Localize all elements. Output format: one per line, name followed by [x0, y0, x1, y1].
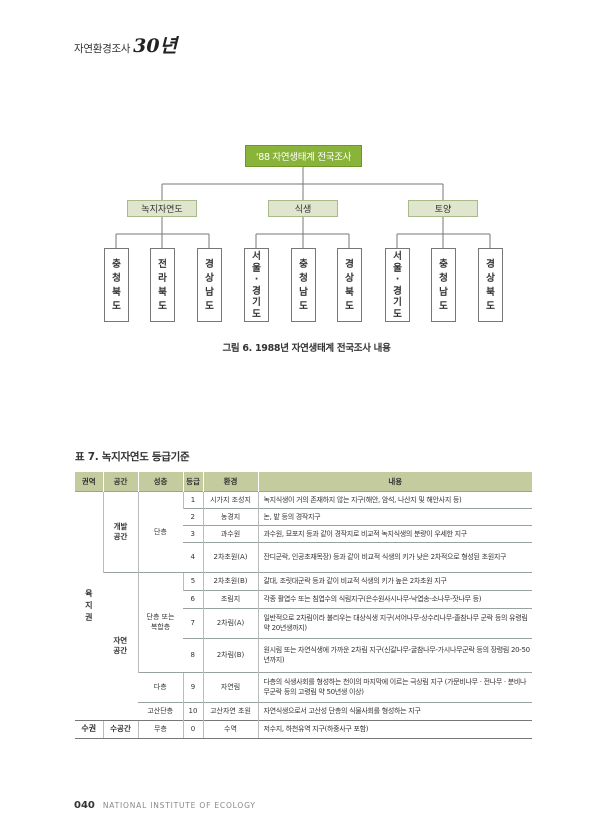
- table-row-water: 수권 수공간 무층 0 수역 저수지, 하천유역 지구(하중사구 포함): [75, 719, 532, 739]
- cell-description: 저수지, 하천유역 지구(하중사구 포함): [257, 719, 532, 739]
- cell-description: 녹지식생이 거의 존재하지 않는 지구(해안, 암석, 나산지 및 해안사지 등…: [257, 490, 532, 508]
- header-title: 자연환경조사: [74, 43, 131, 55]
- cell-region-land: 육 지 권: [75, 490, 103, 720]
- cell-environment: 수역: [202, 719, 258, 739]
- diagram-root-box: '88 자연생태계 전국조사: [245, 145, 362, 167]
- cell-space-development: 개발 공간: [102, 490, 138, 572]
- cell-environment: 고산자연 초원: [202, 701, 258, 720]
- diagram-group-vegetation: 식생: [268, 200, 338, 217]
- figure-caption: 그림 6. 1988년 자연생태계 전국조사 내용: [222, 343, 391, 354]
- cell-environment: 2차림(B): [202, 637, 258, 672]
- cell-layer-many: 다층: [138, 671, 183, 702]
- cell-description: 논, 밭 등의 경작지구: [257, 507, 532, 525]
- cell-description: 갈대, 조릿대군락 등과 같이 비교적 식생의 키가 높은 2차초원 지구: [257, 571, 532, 590]
- cell-grade: 4: [183, 541, 203, 572]
- cell-environment: 2차림(A): [202, 607, 258, 638]
- cell-environment: 2차초원(B): [202, 571, 258, 590]
- cell-description: 자연식생으로서 고산성 단층의 식물사회를 형성하는 지구: [257, 701, 532, 720]
- cell-environment: 시가지 조성지: [202, 490, 258, 508]
- cell-grade: 6: [183, 589, 203, 608]
- header-region: 권역: [75, 472, 103, 491]
- cell-grade: 7: [183, 607, 203, 638]
- page-number: 040: [74, 800, 95, 811]
- footer-organization: NATIONAL INSTITUTE OF ECOLOGY: [102, 801, 256, 810]
- cell-grade: 1: [182, 490, 203, 508]
- table-title: 표 7. 녹지자연도 등급기준: [75, 451, 190, 463]
- header-layer: 성층: [137, 472, 183, 491]
- header-30-years-mark: 30년: [133, 35, 178, 57]
- cell-environment: 자연림: [202, 671, 258, 702]
- cell-description: 과수원, 묘포지 등과 같이 경작지로 비교적 녹지식생의 분량이 우세한 지구: [257, 524, 532, 542]
- cell-grade: 5: [182, 571, 203, 590]
- cell-layer-single: 단층: [137, 490, 183, 572]
- cell-grade: 3: [183, 524, 203, 542]
- table-row: 자연 공간 단층 또는 복합층 5 2차초원(B) 갈대, 조릿대군락 등과 같…: [75, 571, 532, 720]
- table-row: 육 지 권 개발 공간 단층 1 시가지 조성지 녹지식생이 거의 존재하지 않…: [75, 490, 532, 720]
- cell-description: 일반적으로 2차림이라 불리우는 대상식생 지구(서어나무-상수리나무-졸참나무…: [257, 607, 532, 638]
- diagram-group-green-naturalness: 녹지자연도: [127, 200, 197, 217]
- header-environment: 환경: [202, 472, 258, 491]
- cell-grade: 2: [183, 507, 203, 525]
- cell-environment: 2차초원(A): [202, 541, 258, 572]
- cell-environment: 과수원: [202, 524, 258, 542]
- cell-description: 각종 활엽수 또는 침엽수의 식림지구(은수원사시나무-낙엽송-소나무-잣나무 …: [257, 589, 532, 608]
- diagram-group-soil: 토양: [408, 200, 478, 217]
- header-space: 공간: [102, 472, 138, 491]
- cell-grade: 9: [182, 671, 203, 702]
- table-row: 8 2차림(B) 원시림 또는 자연식생에 가까운 2차림 지구(신갈나무-굴참…: [75, 637, 532, 672]
- cell-layer-none: 무층: [137, 719, 183, 739]
- table-row: 2 농경지 논, 밭 등의 경작지구: [75, 507, 532, 525]
- running-header: 자연환경조사 30년: [74, 31, 177, 58]
- table-row: 고산단층 10 고산자연 초원 자연식생으로서 고산성 단층의 식물사회를 형성…: [75, 701, 532, 720]
- cell-space-water: 수공간: [102, 719, 138, 739]
- cell-description: 원시림 또는 자연식생에 가까운 2차림 지구(신갈나무-굴참나무-가시나무군락…: [257, 637, 532, 672]
- cell-environment: 조림지: [202, 589, 258, 608]
- cell-description: 잔디군락, 인공초재목장) 등과 같이 비교적 식생의 키가 낮은 2차적으로 …: [257, 541, 532, 572]
- cell-environment: 농경지: [202, 507, 258, 525]
- table-row: 6 조림지 각종 활엽수 또는 침엽수의 식림지구(은수원사시나무-낙엽송-소나…: [75, 589, 532, 608]
- green-naturalness-grade-table: 권역 공간 성층 등급 환경 내용 육 지 권 개발 공간 단층 1 시가지 조…: [75, 472, 532, 739]
- survey-diagram-connectors: [115, 167, 491, 248]
- cell-layer-single-or-multi: 단층 또는 복합층: [137, 571, 183, 672]
- page-footer: 040 NATIONAL INSTITUTE OF ECOLOGY: [74, 800, 256, 811]
- header-description: 내용: [257, 472, 532, 491]
- table-row: 3 과수원 과수원, 묘포지 등과 같이 경작지로 비교적 녹지식생의 분량이 …: [75, 524, 532, 542]
- table-row: 4 2차초원(A) 잔디군락, 인공초재목장) 등과 같이 비교적 식생의 키가…: [75, 541, 532, 572]
- cell-description: 다층의 식생사회를 형성하는 천이의 마지막에 이르는 극상림 지구 (가문비나…: [257, 671, 532, 702]
- cell-region-water: 수권: [75, 719, 103, 739]
- table-row: 7 2차림(A) 일반적으로 2차림이라 불리우는 대상식생 지구(서어나무-상…: [75, 607, 532, 638]
- table-row: 다층 9 자연림 다층의 식생사회를 형성하는 천이의 마지막에 이르는 극상림…: [75, 671, 532, 702]
- cell-space-natural: 자연 공간: [103, 571, 138, 720]
- header-grade: 등급: [182, 472, 203, 491]
- table-header-row: 권역 공간 성층 등급 환경 내용: [75, 472, 532, 491]
- cell-grade: 10: [182, 701, 203, 720]
- cell-grade: 8: [183, 637, 203, 672]
- cell-grade: 0: [182, 719, 203, 739]
- cell-layer-alpine: 고산단층: [138, 701, 183, 720]
